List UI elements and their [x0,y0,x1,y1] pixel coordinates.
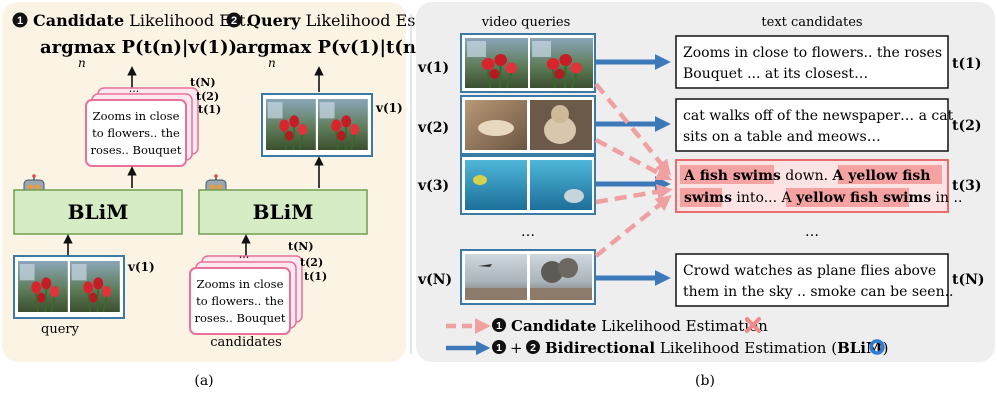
text-label-t2: t(2) [952,118,981,134]
video-thumb-flowers [460,33,596,93]
blim-box-right [198,189,368,235]
candidates-caption: candidates [210,335,282,350]
video-label-v1: v(1) [417,60,449,76]
video-ellipsis: … [521,224,535,240]
panel-a: 1 Candidate Likelihood Est. 2 Query Like… [2,2,433,389]
row-n: v(N) Crowd watches as plane flies above … [417,249,985,307]
ring-icon [869,339,885,355]
text-candidate-3-line2: swims into... A yellow fish swims in .. [684,190,962,206]
video-thumb-fish [460,155,596,215]
text-candidate-box-2 [675,98,949,152]
text-label-t1: t(1) [952,56,981,72]
legend2-number-2: 2 [530,342,536,354]
video-label-vN: v(N) [417,272,452,288]
stack-dots: ... [239,248,250,261]
candidate-card-line2: to flowers.. the [196,294,284,308]
row-3: v(3) A fish swims down. A yellow fish sw… [417,155,981,215]
panel-b: video queries text candidates v(1) Zooms… [416,2,995,389]
candidate-card-line1: Zooms in close [93,109,180,123]
query-video-input: v(1) query [13,255,155,337]
formula-query: argmax P(v(1)|t(n)) [236,37,433,58]
header-text-candidates: text candidates [761,15,862,30]
step2-number: 2 [231,15,237,27]
text-candidate-2-line2: sits on a table and meows… [683,129,881,145]
row-2: v(2) cat walks off of the newspaper… a c… [417,95,981,155]
step1-badge [12,12,28,28]
cross-icon [745,317,761,333]
query-video-input-label: v(1) [127,260,155,274]
panel-a-caption: (a) [194,373,213,389]
step1-title: Candidate Likelihood Est. [33,11,251,30]
formula-candidate-subscript: n [78,56,86,70]
highlight-fish-1 [680,165,774,184]
legend2-text: Bidirectional Likelihood Estimation (BLi… [545,339,888,357]
candidate-stack-top: ... Zooms in close to flowers.. the rose… [85,76,221,167]
query-video-output-label: v(1) [375,101,403,115]
legend2-badge-2 [526,340,540,354]
step1-number: 1 [17,15,23,27]
step2-badge [226,12,242,28]
video-label-v2: v(2) [417,120,449,136]
highlight-fish-4 [786,188,909,207]
text-label-t3: t(3) [952,178,981,194]
legend2-badge-1 [492,340,506,354]
legend2-plus: + [510,339,523,357]
text-ellipsis: … [805,224,819,240]
row-1: v(1) Zooms in close to flowers.. the ros… [417,33,981,93]
stack-label-t1: t(1) [198,103,221,116]
pink-dashed-arrows [594,82,673,258]
legend1-number: 1 [496,320,502,332]
legend1-text: Candidate Likelihood Estimation [511,317,768,335]
legend2-number-1: 1 [496,342,502,354]
query-video-output: v(1) [261,93,403,157]
blim-box-left [13,189,183,235]
formula-query-subscript: n [268,56,276,70]
text-candidate-n-line1: Crowd watches as plane flies above [683,263,936,279]
text-candidate-box-n [675,253,949,307]
candidate-stack-bottom: ... Zooms in close to flowers.. the rose… [189,240,327,350]
stack-label-tN: t(N) [190,76,216,89]
highlight-fish-3 [680,188,722,207]
candidate-card-line1: Zooms in close [197,277,284,291]
candidate-card-line3: roses.. Bouquet [91,143,182,157]
video-label-v3: v(3) [417,178,449,194]
text-candidate-3-line1: A fish swims down. A yellow fish [683,168,930,184]
stack-dots: ... [129,82,140,95]
text-candidate-1-line2: Bouquet ... at its closest… [683,66,868,82]
text-candidate-n-line2: them in the sky .. smoke can be seen.. [683,284,953,300]
stack-label-tN: t(N) [288,240,314,253]
formula-candidate: argmax P(t(n)|v(1)) [40,37,237,58]
candidate-card-line3: roses.. Bouquet [195,311,286,325]
step2-title: Query Likelihood Est. [247,11,427,30]
highlight-fish-2 [838,165,942,184]
video-thumb-plane [460,249,596,305]
legend: 1 Candidate Likelihood Estimation 1 + 2 … [446,317,888,357]
blim-box-left-label: BLiM [68,200,129,224]
text-label-tN: t(N) [952,272,985,288]
text-candidate-2-line1: cat walks off of the newspaper… a cat [683,108,954,124]
header-video-queries: video queries [481,15,571,30]
text-candidate-1-line1: Zooms in close to flowers.. the roses [683,45,942,61]
text-candidate-box-1 [675,35,949,89]
stack-label-t2: t(2) [196,90,219,103]
stack-label-t2: t(2) [300,256,323,269]
video-thumb-cat [460,95,596,155]
blim-box-right-label: BLiM [253,200,314,224]
panel-b-caption: (b) [695,373,715,389]
query-caption: query [41,322,80,337]
legend1-badge [492,318,506,332]
candidate-card-line2: to flowers.. the [92,126,180,140]
stack-label-t1: t(1) [304,270,327,283]
